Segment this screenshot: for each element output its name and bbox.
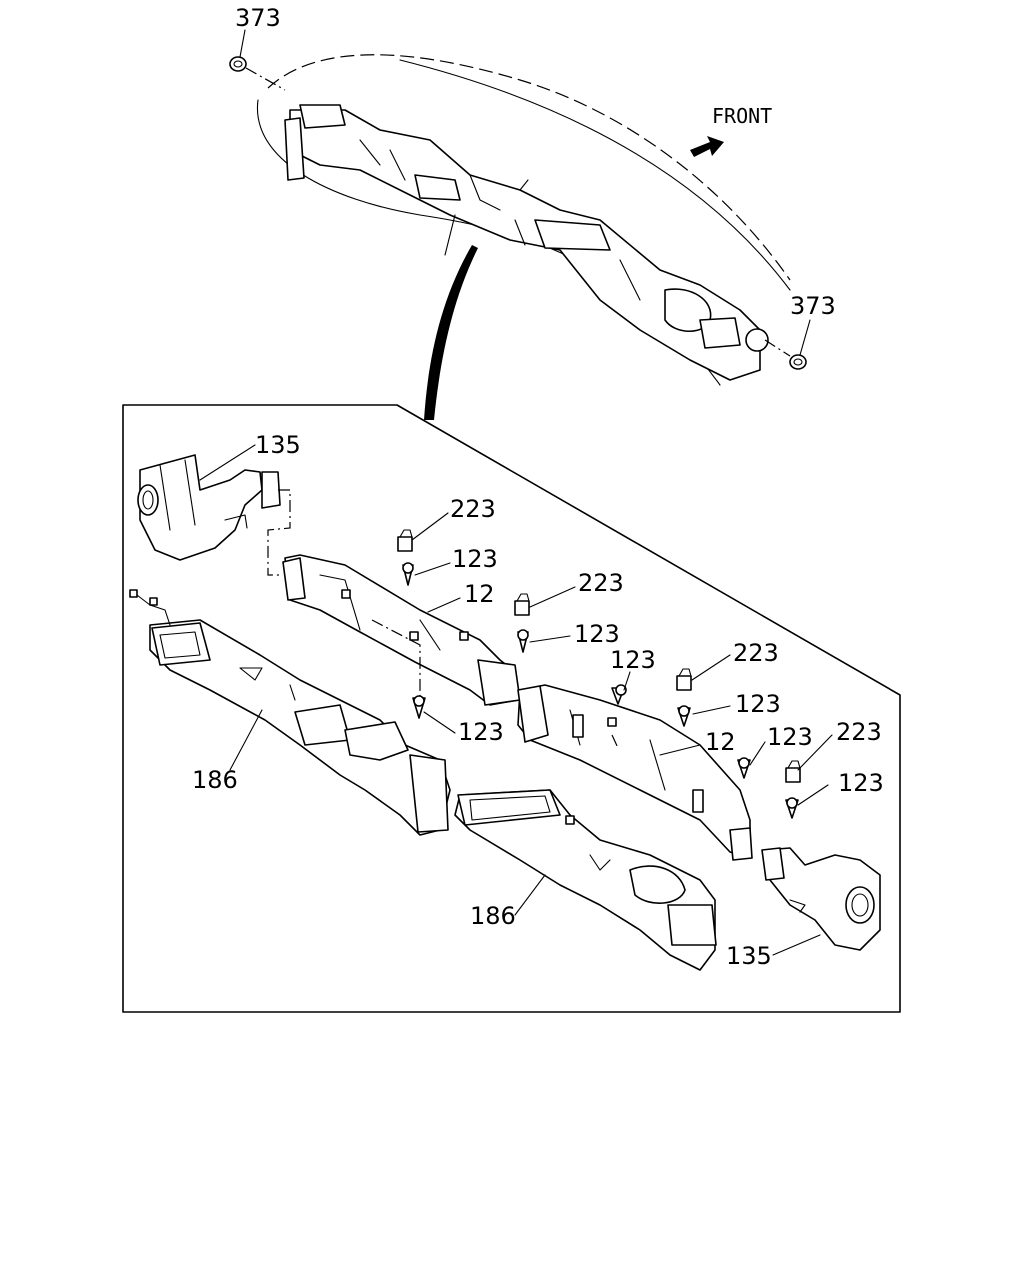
center-duct-12-upper (282, 554, 521, 706)
callout-123-c: 123 (458, 718, 504, 746)
callout-135-top: 135 (255, 431, 301, 459)
callout-186-bottom: 186 (470, 902, 516, 930)
screw-123-d (611, 684, 627, 705)
vent-duct-186-bottom (454, 789, 717, 971)
grommet-373-right (789, 354, 807, 370)
clip-223-d (785, 760, 801, 783)
callout-373-top: 373 (235, 4, 281, 32)
callout-labels: 373 373 135 223 123 12 223 123 123 123 2… (192, 4, 884, 970)
front-arrow-icon (690, 136, 724, 157)
callout-123-d: 123 (610, 646, 656, 674)
callout-373-right: 373 (790, 292, 836, 320)
callout-223-d: 223 (836, 718, 882, 746)
callout-135-bottom: 135 (726, 942, 772, 970)
clip-223-a (397, 529, 413, 552)
callout-123-b: 123 (574, 620, 620, 648)
clip-223-b (514, 593, 530, 616)
detail-frame (122, 404, 901, 1013)
clip-223-c (676, 668, 692, 691)
front-direction-indicator: FRONT (690, 104, 772, 157)
side-vent-duct-135-left (137, 454, 291, 576)
center-duct-12-lower (517, 684, 753, 861)
detail-pointer (424, 245, 478, 420)
vent-duct-186-left (129, 589, 451, 836)
callout-12-b: 12 (705, 728, 736, 756)
callout-123-g: 123 (838, 769, 884, 797)
grommet-373-top (229, 56, 247, 72)
dashboard-duct-assembly-overview (229, 54, 807, 386)
screw-123-g (785, 797, 799, 819)
callout-223-c: 223 (733, 639, 779, 667)
screw-123-f (737, 757, 751, 779)
screw-123-a (402, 562, 414, 586)
leader-lines (199, 29, 833, 956)
screw-123-e (677, 705, 691, 727)
screw-123-b (517, 629, 529, 653)
callout-123-a: 123 (452, 545, 498, 573)
screw-123-c (412, 695, 426, 719)
callout-123-e: 123 (735, 690, 781, 718)
callout-223-a: 223 (450, 495, 496, 523)
callout-12-a: 12 (464, 580, 495, 608)
front-label: FRONT (712, 104, 772, 128)
callout-223-b: 223 (578, 569, 624, 597)
callout-123-f: 123 (767, 723, 813, 751)
callout-186-left: 186 (192, 766, 238, 794)
side-vent-duct-135-right (761, 847, 881, 951)
